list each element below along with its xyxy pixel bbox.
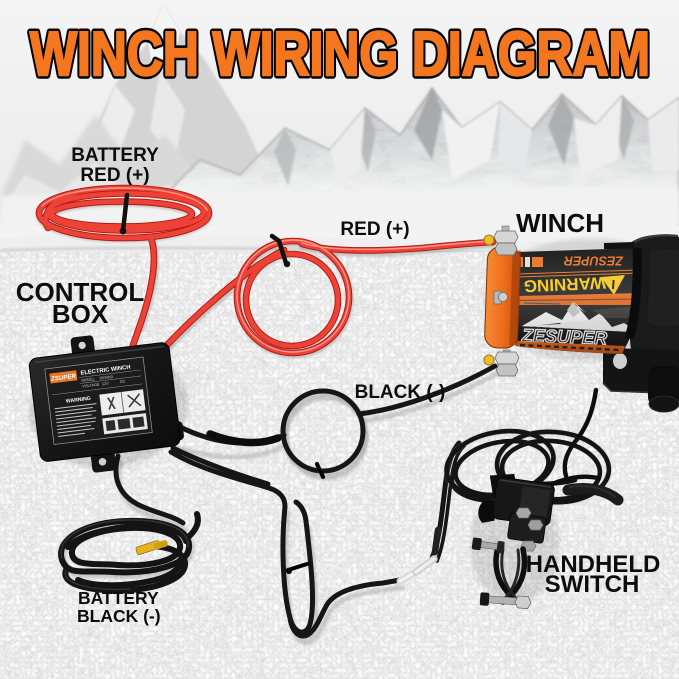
svg-text:RED (+): RED (+) <box>80 165 149 186</box>
svg-text:3500HD: 3500HD <box>99 375 114 381</box>
svg-text:WINCH: WINCH <box>516 208 604 238</box>
svg-text:MODEL: MODEL <box>81 377 95 383</box>
svg-text:WINCH WIRING DIAGRAM: WINCH WIRING DIAGRAM <box>30 20 650 89</box>
svg-text:WARNING: WARNING <box>66 396 92 405</box>
svg-text:ZSUPER: ZSUPER <box>50 373 77 383</box>
svg-text:BATTERY: BATTERY <box>78 588 159 608</box>
svg-text:BOX: BOX <box>52 299 109 329</box>
svg-text:VOLTAGE: VOLTAGE <box>82 383 100 389</box>
svg-text:RED (+): RED (+) <box>340 219 409 240</box>
svg-text:WINCH WIRING DIAGRAM: WINCH WIRING DIAGRAM <box>30 20 650 89</box>
svg-text:SWITCH: SWITCH <box>545 571 640 598</box>
svg-text:HANDHELD: HANDHELD <box>526 551 661 578</box>
svg-text:BLACK (-): BLACK (-) <box>77 606 161 626</box>
svg-text:BLACK (-): BLACK (-) <box>355 382 446 403</box>
svg-text:BATTERY: BATTERY <box>71 145 159 166</box>
svg-text:DC: DC <box>120 379 126 384</box>
svg-text:CONTROL: CONTROL <box>16 277 145 307</box>
svg-text:12V: 12V <box>102 381 110 386</box>
